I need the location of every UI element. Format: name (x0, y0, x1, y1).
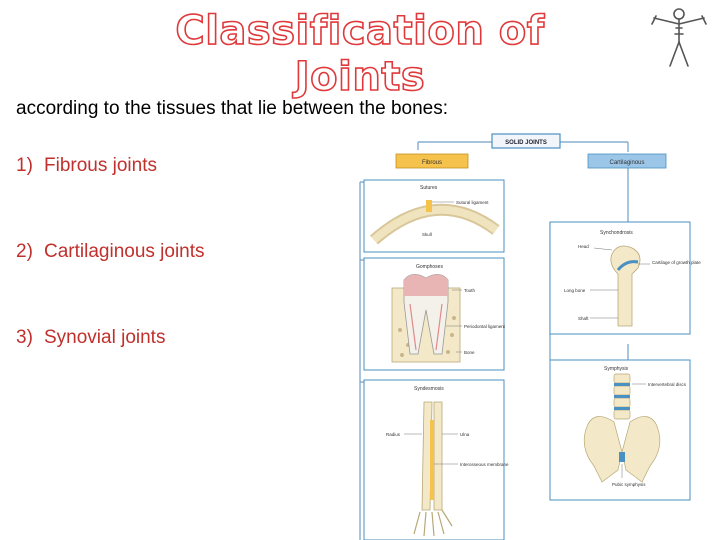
root-box (491, 133, 561, 149)
sutures-panel: Sutures Sutural ligament Skull (363, 179, 505, 253)
list-label: Cartilaginous joints (44, 241, 205, 262)
root-label: SOLID JOINTS (505, 140, 547, 146)
syndesmosis-label-interosseous: Interosseous membrane (460, 462, 509, 467)
syndesmosis-label-ulna: Ulna (460, 432, 470, 437)
list-number: 1) (16, 155, 33, 176)
list-item-synovial: 3) Synovial joints (16, 327, 165, 349)
fibrous-header-label: Fibrous (422, 160, 442, 166)
symphysis-label-pubic: Pubic symphysis (612, 482, 646, 487)
page-title: Classification of Joints (175, 7, 545, 101)
syndesmosis-panel: Syndesmosis Radius Ulna Interosseous mem… (363, 379, 509, 540)
symphysis-panel: Symphysis Intervertebral discs Pubic sym… (549, 359, 691, 501)
sutures-label-ligament: Sutural ligament (456, 200, 489, 205)
vitruvian-man-icon (651, 8, 707, 67)
cartilaginous-header-label: Cartilaginous (609, 160, 644, 166)
gomphoses-panel: Gomphoses Tooth Periodontal ligament Bon… (363, 257, 506, 371)
cartilaginous-header (587, 153, 667, 169)
sutures-label-skull: Skull (422, 232, 432, 237)
list-item-fibrous: 1) Fibrous joints (16, 155, 157, 177)
list-label: Synovial joints (44, 327, 166, 348)
subtitle: according to the tissues that lie betwee… (16, 98, 448, 119)
synchondrosis-label-shaft: Shaft (578, 316, 589, 321)
symphysis-label-discs: Intervertebral discs (648, 382, 687, 387)
gomphoses-title: Gomphoses (416, 264, 443, 270)
list-label: Fibrous joints (44, 155, 157, 176)
synchondrosis-label-longbone: Long bone (564, 288, 586, 293)
symphysis-title: Symphysis (604, 366, 629, 372)
synchondrosis-title: Synchondrosis (600, 230, 633, 236)
gomphoses-label-tooth: Tooth (464, 288, 476, 293)
fibrous-header (395, 153, 469, 169)
list-number: 3) (16, 327, 33, 348)
list-number: 2) (16, 241, 33, 262)
synchondrosis-label-head: Head (578, 244, 589, 249)
sutures-title: Sutures (420, 185, 438, 191)
list-item-cartilaginous: 2) Cartilaginous joints (16, 241, 205, 263)
syndesmosis-label-radius: Radius (386, 432, 401, 437)
solid-joints-diagram: SOLID JOINTS Fibrous Cartilaginous Sutur… (359, 133, 701, 540)
synchondrosis-label-growth: Cartilage of growth plate (652, 260, 701, 265)
syndesmosis-title: Syndesmosis (414, 386, 444, 392)
synchondrosis-panel: Synchondrosis Head Cartilage of growth p… (549, 221, 701, 335)
gomphoses-label-periodontal: Periodontal ligament (464, 324, 506, 329)
gomphoses-label-bone: Bone (464, 350, 475, 355)
